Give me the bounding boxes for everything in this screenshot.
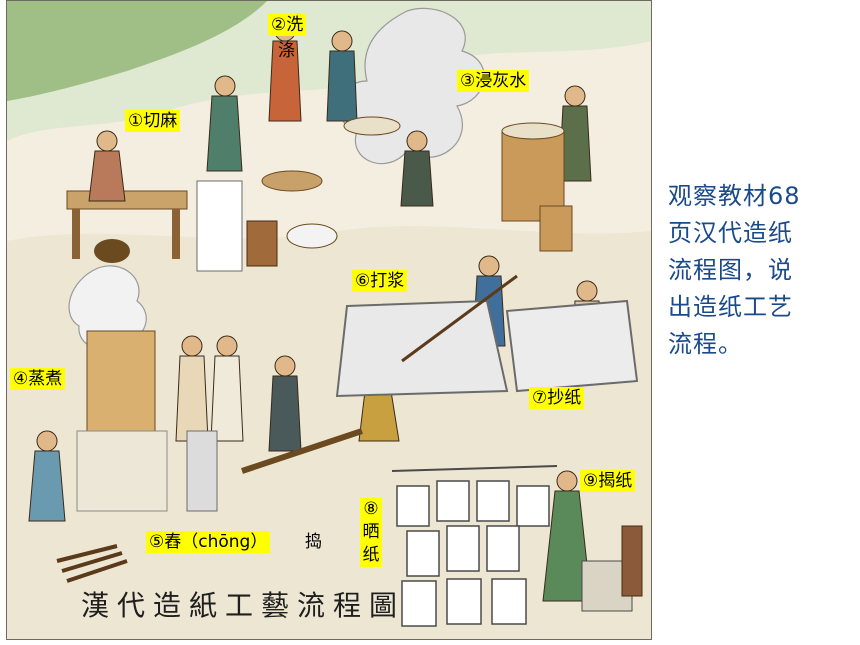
instruction-line: 流程图，说 [668, 256, 793, 284]
small-bucket [539, 205, 573, 252]
instruction-text: 观察教材68 页汉代造纸 流程图，说 出造纸工艺 流程。 [668, 178, 853, 363]
pounding-lever [241, 428, 363, 474]
instruction-line: 页汉代造纸 [668, 219, 793, 247]
green-hill-shape [7, 1, 267, 101]
step-label-wash-continued: 涤 [278, 41, 295, 61]
drying-wall-top [391, 465, 558, 472]
pulp-stick [401, 274, 518, 363]
step-label-pound-continued: 捣 [305, 532, 322, 552]
illustration-caption: 漢代造紙工藝流程圖 [81, 589, 406, 622]
step-label-dry-paper-part: 晒 [362, 522, 380, 542]
basket [286, 223, 338, 249]
papermaking-illustration: 漢代造紙工藝流程圖 [6, 0, 652, 640]
drying-sheets [396, 480, 550, 627]
lime-soak-barrel-top [501, 122, 565, 140]
step-label-mould-paper: ⑦抄纸 [529, 387, 585, 409]
stove [76, 430, 168, 512]
illustration-drawing [7, 1, 651, 639]
washing-tub [261, 170, 323, 192]
step-label-cut-hemp: ①切麻 [125, 110, 181, 132]
instruction-line: 流程。 [668, 330, 743, 358]
cutting-bench [66, 190, 188, 210]
hemp-bale [196, 180, 243, 272]
jar [246, 220, 278, 267]
step-label-beat-pulp: ⑥打浆 [352, 270, 408, 292]
step-label-dry-paper-part: 纸 [362, 545, 380, 565]
step-label-pound: ⑤舂（chōng） [146, 531, 271, 553]
instruction-line: 出造纸工艺 [668, 293, 793, 321]
paper-mould-vat [505, 299, 639, 393]
instruction-line: 观察教材68 [668, 182, 801, 210]
bench-leg [72, 209, 80, 259]
mortar [186, 430, 218, 512]
hemp-bundle [94, 239, 130, 263]
firewood [56, 544, 128, 583]
pulp-vat [335, 299, 509, 398]
bench-leg [172, 209, 180, 259]
step-label-steam: ④蒸煮 [10, 368, 66, 390]
step-label-peel-paper: ⑨揭纸 [580, 470, 636, 492]
wooden-board [621, 525, 643, 597]
step-label-wash: ②洗 [268, 14, 307, 36]
washing-tub [343, 116, 401, 136]
step-label-lime-soak: ③浸灰水 [457, 70, 530, 92]
step-label-dry-paper-part: ⑧ [363, 499, 379, 519]
step-label-dry-paper: ⑧ 晒 纸 [360, 498, 382, 567]
